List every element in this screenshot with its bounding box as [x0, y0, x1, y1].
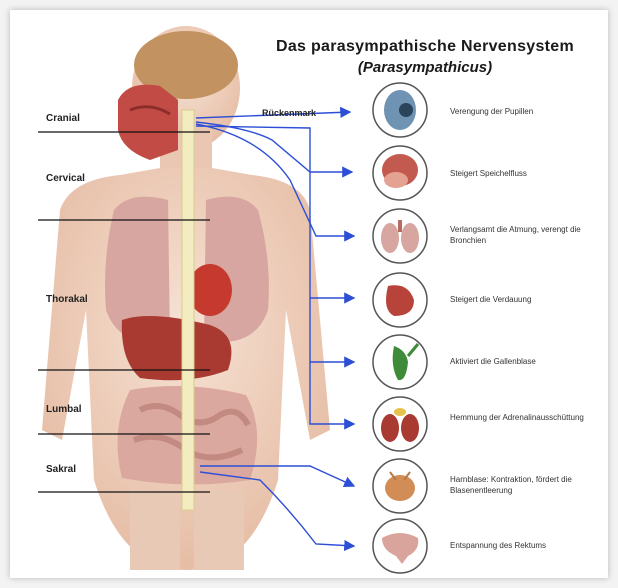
effect-label-bladder: Harnblase: Kontraktion, fördert die Blas…	[450, 474, 610, 496]
region-label-sacral: Sakral	[46, 464, 76, 475]
region-label-cranial: Cranial	[46, 113, 80, 124]
region-label-lumbar: Lumbal	[46, 404, 82, 415]
effect-label-digestion: Steigert die Verdauung	[450, 294, 610, 305]
diagram-frame: Das parasympathische Nervensystem (Paras…	[10, 10, 608, 578]
effect-label-lungs: Verlangsamt die Atmung, verengt die Bron…	[450, 224, 610, 246]
spinal-cord-label: Rückenmark	[262, 108, 316, 118]
organ-circles	[373, 83, 427, 573]
diagram-subtitle: (Parasympathicus)	[240, 59, 610, 76]
bladder-icon	[373, 459, 427, 513]
stomach-icon	[373, 273, 427, 327]
spinal-cord	[182, 110, 194, 510]
effect-label-rectum: Entspannung des Rektums	[450, 540, 610, 551]
region-label-cervical: Cervical	[46, 173, 85, 184]
kidney-icon	[373, 397, 427, 451]
eye-icon	[373, 83, 427, 137]
rectum-icon	[373, 519, 427, 573]
gallbladder-icon	[373, 335, 427, 389]
lungs-icon	[373, 209, 427, 263]
region-label-thoracic: Thorakal	[46, 294, 88, 305]
effect-label-pupils: Verengung der Pupillen	[450, 106, 610, 117]
effect-label-saliva: Steigert Speichelfluss	[450, 168, 610, 179]
salivary-gland-icon	[373, 146, 427, 200]
head-interior	[118, 85, 178, 160]
effect-label-adrenal: Hemmung der Adrenalinausschüttung	[450, 412, 610, 423]
diagram-title: Das parasympathische Nervensystem	[240, 38, 610, 56]
effect-label-gallbladder: Aktiviert die Gallenblase	[450, 356, 610, 367]
